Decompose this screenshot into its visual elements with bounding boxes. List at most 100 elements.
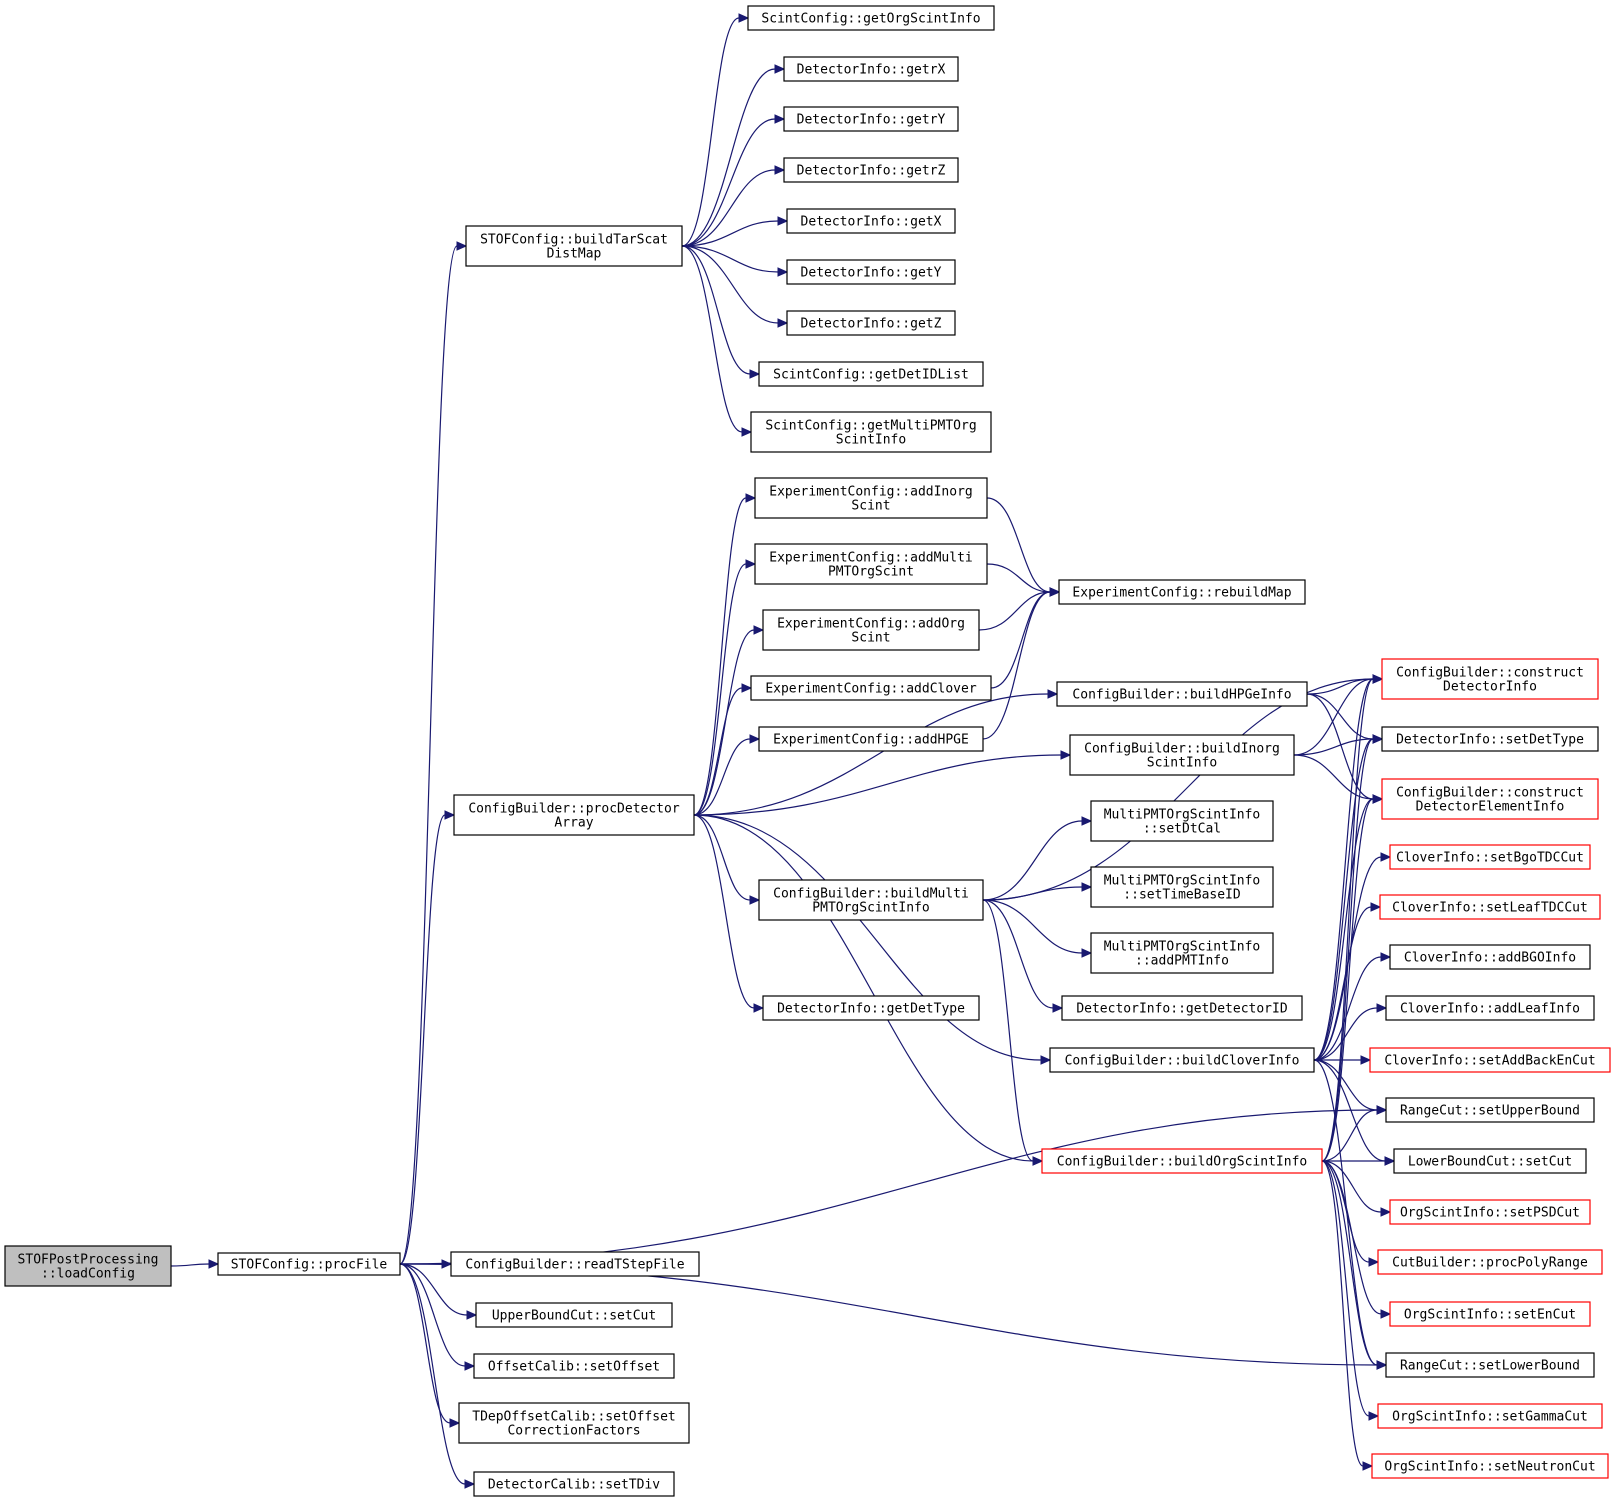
function-node-set-dt-cal[interactable]: MultiPMTOrgScintInfo::setDtCal (1090, 800, 1274, 842)
node-label-line: PMTOrgScint (828, 565, 914, 580)
node-box (4, 1245, 172, 1287)
function-node-set-neutron[interactable]: OrgScintInfo::setNeutronCut (1371, 1453, 1609, 1479)
function-node-set-add-back[interactable]: CloverInfo::setAddBackEnCut (1369, 1047, 1611, 1073)
function-node-offset-calib[interactable]: OffsetCalib::setOffset (473, 1353, 675, 1379)
function-node-set-bgo-t-d-c[interactable]: CloverInfo::setBgoTDCCut (1389, 844, 1591, 870)
function-node-set-p-s-d[interactable]: OrgScintInfo::setPSDCut (1389, 1199, 1591, 1225)
edge-line (693, 754, 1062, 816)
node-label-line: ScintInfo (1147, 756, 1217, 771)
call-edge-build-tar-scat-to-get-multi-p-m-t (681, 245, 753, 437)
function-node-add-b-g-o[interactable]: CloverInfo::addBGOInfo (1389, 944, 1591, 970)
node-label-line: CloverInfo::addBGOInfo (1404, 951, 1576, 966)
node-label-line: MultiPMTOrgScintInfo (1104, 874, 1261, 889)
node-label-line: CloverInfo::addLeafInfo (1400, 1002, 1580, 1017)
edge-line (1321, 1160, 1382, 1315)
function-node-build-org[interactable]: ConfigBuilder::buildOrgScintInfo (1041, 1148, 1323, 1174)
function-node-set-gamma[interactable]: OrgScintInfo::setGammaCut (1377, 1403, 1603, 1429)
edge-line (1321, 1160, 1364, 1467)
function-node-add-leaf[interactable]: CloverInfo::addLeafInfo (1385, 995, 1595, 1021)
edge-arrowhead (449, 1418, 461, 1428)
function-node-add-h-p-g-e[interactable]: ExperimentConfig::addHPGE (758, 726, 984, 752)
call-edge-build-org-to-lb-set-cut (1322, 1156, 1396, 1166)
node-box (1090, 866, 1274, 908)
node-box (783, 56, 959, 82)
node-label-line: DetectorCalib::setTDiv (488, 1478, 660, 1493)
call-edge-add-h-p-g-e-to-rebuild-map (982, 587, 1061, 740)
node-label-line: DetectorInfo::getY (801, 266, 942, 281)
function-node-getr-y[interactable]: DetectorInfo::getrY (783, 106, 959, 132)
function-node-get-det-i-d-list[interactable]: ScintConfig::getDetIDList (758, 361, 984, 387)
function-node-build-clover[interactable]: ConfigBuilder::buildCloverInfo (1049, 1047, 1315, 1073)
node-label-line: STOFPostProcessing (18, 1253, 159, 1268)
function-node-get-x[interactable]: DetectorInfo::getX (786, 208, 956, 234)
function-node-proc-file[interactable]: STOFConfig::procFile (217, 1252, 401, 1276)
node-box (1385, 1097, 1595, 1123)
function-node-set-t-div[interactable]: DetectorCalib::setTDiv (473, 1471, 675, 1497)
call-edge-build-tar-scat-to-get-z (681, 245, 789, 328)
function-node-set-leaf-t-d-c[interactable]: CloverInfo::setLeafTDCCut (1379, 894, 1601, 920)
call-edge-build-multi-to-construct-det (982, 674, 1384, 901)
call-edge-proc-det-array-to-add-inorg (693, 493, 757, 816)
call-edge-build-multi-to-get-detector-i-d (982, 899, 1064, 1013)
edge-line (399, 814, 446, 1265)
node-label-line: OffsetCalib::setOffset (488, 1360, 660, 1375)
edge-line (1313, 1059, 1378, 1366)
edge-arrowhead (1360, 1055, 1372, 1065)
node-box (1381, 726, 1599, 752)
node-label-line: ConfigBuilder::construct (1396, 666, 1584, 681)
edge-arrowhead (774, 114, 786, 124)
node-box (783, 106, 959, 132)
edge-arrowhead (741, 427, 753, 437)
function-node-set-en-cut[interactable]: OrgScintInfo::setEnCut (1389, 1301, 1591, 1327)
function-node-tdep-offset[interactable]: TDepOffsetCalib::setOffsetCorrectionFact… (458, 1402, 690, 1444)
function-node-getr-x[interactable]: DetectorInfo::getrX (783, 56, 959, 82)
function-node-get-z[interactable]: DetectorInfo::getZ (786, 310, 956, 336)
function-node-get-org-scint-info[interactable]: ScintConfig::getOrgScintInfo (747, 5, 995, 31)
node-box (762, 995, 980, 1021)
edge-line (681, 245, 779, 273)
function-node-add-p-m-t-info[interactable]: MultiPMTOrgScintInfo::addPMTInfo (1090, 932, 1274, 974)
function-node-ub-set-cut[interactable]: UpperBoundCut::setCut (475, 1302, 673, 1328)
edge-line (399, 1263, 466, 1485)
edge-line (170, 1263, 210, 1267)
function-node-build-h-p-ge[interactable]: ConfigBuilder::buildHPGeInfo (1056, 681, 1308, 707)
function-node-set-upper[interactable]: RangeCut::setUpperBound (1385, 1097, 1595, 1123)
edge-line (681, 17, 740, 247)
node-label-line: DetectorInfo::getZ (801, 317, 942, 332)
function-node-get-det-type[interactable]: DetectorInfo::getDetType (762, 995, 980, 1021)
edge-line (1313, 678, 1374, 1061)
node-box (1389, 844, 1591, 870)
node-label-line: DistMap (547, 247, 602, 262)
function-node-get-y[interactable]: DetectorInfo::getY (786, 259, 956, 285)
edge-arrowhead (1368, 1411, 1380, 1421)
function-node-set-time-base[interactable]: MultiPMTOrgScintInfo::setTimeBaseID (1090, 866, 1274, 908)
node-box (1379, 894, 1601, 920)
call-edge-proc-file-to-proc-det-array (399, 810, 456, 1265)
function-node-getr-z[interactable]: DetectorInfo::getrZ (783, 157, 959, 183)
edge-line (681, 118, 776, 247)
edge-arrowhead (749, 734, 761, 744)
root-function-node-root[interactable]: STOFPostProcessing::loadConfig (4, 1245, 172, 1287)
function-node-read-t-step[interactable]: ConfigBuilder::readTStepFile (450, 1251, 700, 1277)
function-node-add-clover[interactable]: ExperimentConfig::addClover (750, 675, 992, 701)
function-node-rebuild-map[interactable]: ExperimentConfig::rebuildMap (1058, 579, 1306, 605)
function-node-set-det-type[interactable]: DetectorInfo::setDetType (1381, 726, 1599, 752)
function-node-proc-poly[interactable]: CutBuilder::procPolyRange (1377, 1249, 1603, 1275)
node-label-line: RangeCut::setLowerBound (1400, 1359, 1580, 1374)
function-node-get-detector-i-d[interactable]: DetectorInfo::getDetectorID (1061, 995, 1303, 1021)
function-node-set-lower[interactable]: RangeCut::setLowerBound (1385, 1352, 1595, 1378)
node-box (754, 477, 988, 519)
function-node-lb-set-cut[interactable]: LowerBoundCut::setCut (1393, 1148, 1587, 1174)
function-node-construct-det-elem[interactable]: ConfigBuilder::constructDetectorElementI… (1381, 778, 1599, 820)
edge-line (681, 245, 751, 375)
node-label-line: ConfigBuilder::buildOrgScintInfo (1057, 1155, 1307, 1170)
